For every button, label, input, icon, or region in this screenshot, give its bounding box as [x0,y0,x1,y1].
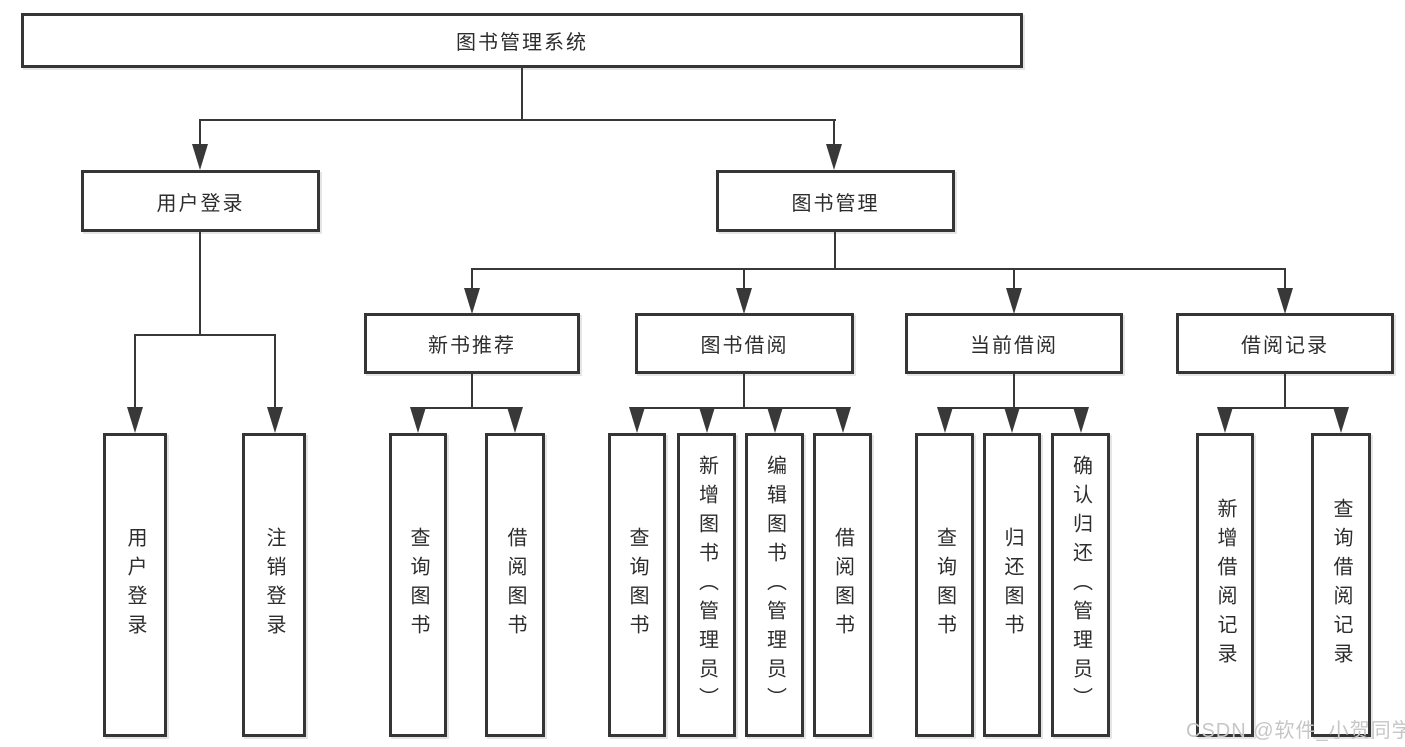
connector-borrowing-stem [743,374,745,409]
connector-newbook-rail [417,407,516,409]
connector-book-mgmt-drop [833,119,835,147]
node-borrowing-records: 借阅记录 [1176,313,1394,374]
leaf-borrow-books-rec: 借阅图书 [485,433,545,737]
leaf-query-books-rec: 查询图书 [389,433,447,737]
arrow-current-leaf-3 [1073,407,1089,433]
connector-records-rail [1224,407,1342,409]
connector-logout-drop [274,334,276,407]
connector-user-login-stem [199,232,201,336]
leaf-logout: 注销登录 [242,433,306,737]
arrow-to-book-mgmt [826,144,842,170]
arrow-newbook-leaf-2 [507,407,523,433]
connector-user-login-drop [199,119,201,147]
leaf-confirm-return-admin: 确认归还（管理员） [1051,433,1110,737]
connector-current-drop [1013,268,1015,290]
csdn-watermark: CSDN @软件_小贺同学 [1186,720,1405,742]
connector-borrowing-rail [636,407,844,409]
arrow-to-borrowing-records [1277,288,1293,314]
connector-level3-rail [471,268,1286,270]
leaf-query-books-borrowing: 查询图书 [608,433,666,737]
node-new-book-recommendation: 新书推荐 [364,313,580,374]
arrow-to-logout-leaf [267,407,283,433]
arrow-borrowing-leaf-3 [767,407,783,433]
arrow-borrowing-leaf-2 [699,407,715,433]
arrow-records-leaf-1 [1217,407,1233,433]
connector-login-drop [134,334,136,407]
leaf-borrow-books: 借阅图书 [813,433,872,737]
arrow-to-current-borrowing [1006,288,1022,314]
connector-newbook-drop [471,268,473,290]
arrow-newbook-leaf-1 [410,407,426,433]
node-book-management: 图书管理 [716,170,955,232]
arrow-current-leaf-1 [937,407,953,433]
arrow-to-book-borrowing [736,288,752,314]
node-current-borrowing: 当前借阅 [905,313,1123,374]
arrow-records-leaf-2 [1333,407,1349,433]
connector-newbook-stem [471,374,473,409]
arrow-borrowing-leaf-1 [629,407,645,433]
connector-records-drop [1284,268,1286,290]
connector-current-stem [1013,374,1015,409]
connector-level2-rail [199,119,836,121]
leaf-edit-books-admin: 编辑图书（管理员） [745,433,804,737]
leaf-add-borrow-record: 新增借阅记录 [1196,433,1254,737]
connector-records-stem [1284,374,1286,409]
connector-user-login-rail [134,334,276,336]
arrow-to-login-leaf [127,407,143,433]
leaf-add-books-admin: 新增图书（管理员） [677,433,736,737]
arrow-to-new-book-rec [464,288,480,314]
node-user-login: 用户登录 [81,170,320,232]
arrow-borrowing-leaf-4 [835,407,851,433]
arrow-current-leaf-2 [1004,407,1020,433]
leaf-query-books-current: 查询图书 [915,433,974,737]
connector-book-mgmt-stem [834,232,836,270]
leaf-query-borrow-record: 查询借阅记录 [1311,433,1371,737]
leaf-return-books: 归还图书 [983,433,1041,737]
arrow-to-user-login [192,144,208,170]
connector-root-stem [521,66,523,121]
connector-borrowing-drop [743,268,745,290]
leaf-user-login: 用户登录 [103,433,167,737]
node-book-borrowing: 图书借阅 [635,313,854,374]
node-library-management-system: 图书管理系统 [21,13,1023,68]
